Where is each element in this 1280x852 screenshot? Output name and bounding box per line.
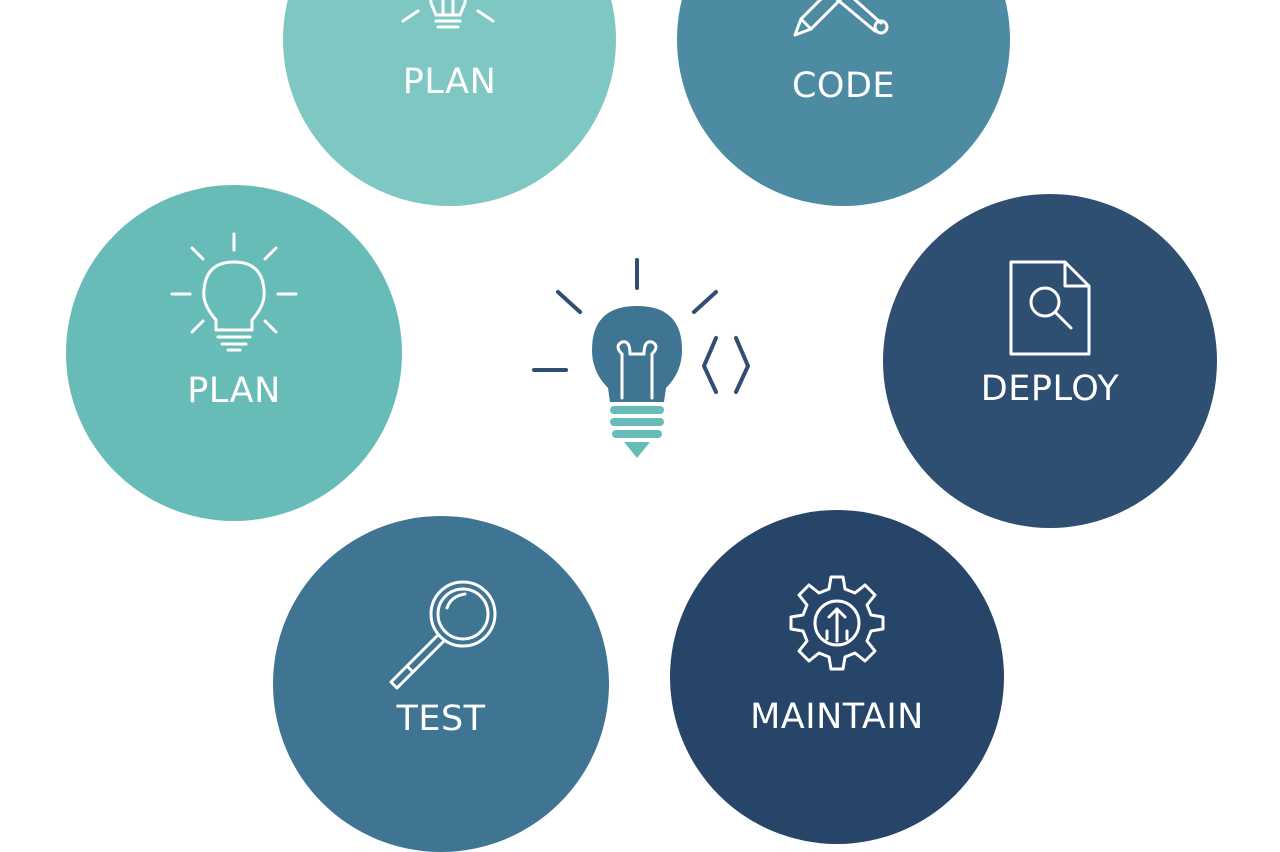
document-search-icon [1009, 260, 1091, 356]
maintain-label: MAINTAIN [750, 697, 924, 737]
plan-left-node[interactable]: PLAN [66, 185, 402, 521]
code-node[interactable]: CODE [677, 0, 1010, 206]
code-label: CODE [791, 66, 896, 106]
deploy-label: DEPLOY [980, 369, 1120, 409]
test-node[interactable]: TEST [273, 516, 609, 852]
plan-left-label: PLAN [187, 371, 281, 411]
plan-top-label: PLAN [402, 62, 497, 102]
gear-icon [789, 575, 885, 671]
plan-top-node[interactable]: PLAN [283, 0, 616, 206]
magnifier-icon [389, 580, 497, 690]
lightbulb-code-icon [532, 258, 750, 458]
pencil-wrench-icon [793, 0, 889, 37]
deploy-node[interactable]: DEPLOY [883, 194, 1217, 528]
lightbulb-icon [401, 0, 495, 29]
center-hub [520, 250, 760, 470]
lightbulb-icon [170, 232, 298, 352]
maintain-node[interactable]: MAINTAIN [670, 510, 1004, 844]
